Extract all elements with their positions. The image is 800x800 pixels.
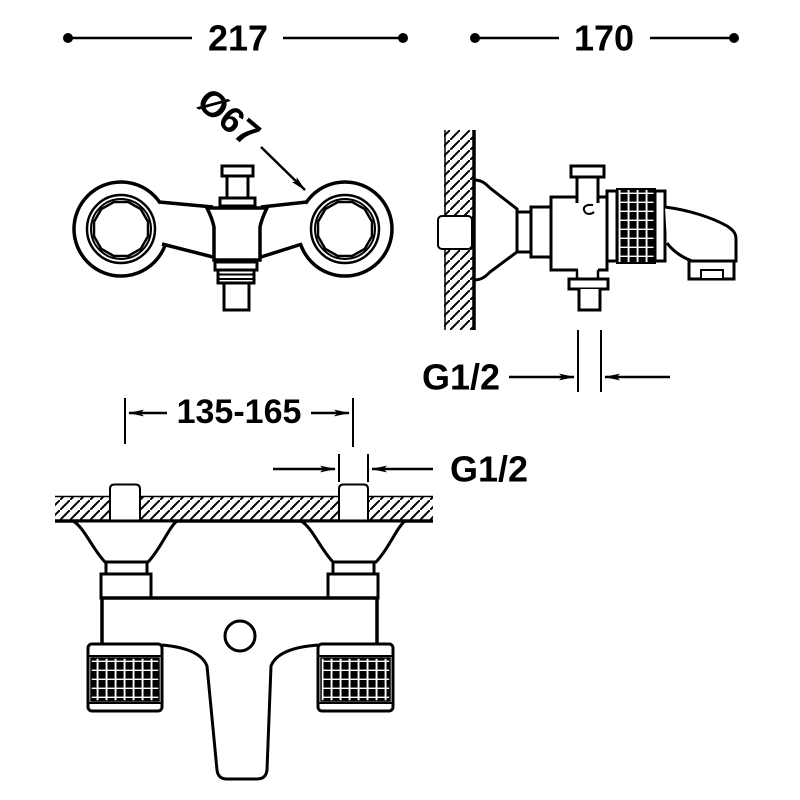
escutcheon-ring-1 [515, 210, 533, 254]
dimension-side-thread: G1/2 [422, 330, 670, 398]
escutcheon-left [72, 180, 170, 278]
escutcheon-ring-left [104, 560, 149, 576]
escutcheon-right [296, 180, 394, 278]
dimension-end-dot [470, 33, 480, 43]
diverter-knob-bottom [223, 619, 257, 653]
escutcheon-cone-right [300, 519, 410, 564]
dimension-inlet-thread: G1/2 [273, 449, 528, 490]
dimension-side-depth: 170 [470, 18, 739, 59]
escutcheon-diameter-label: Ø67 [190, 79, 268, 154]
flow-indicator-detail [582, 203, 595, 215]
spout-side [664, 205, 738, 281]
escutcheon-base-right [326, 572, 380, 600]
bottom-outlet-front [213, 260, 259, 312]
escutcheon-base-left [99, 572, 153, 600]
spout-bottom [161, 643, 319, 781]
supply-stub-side [437, 215, 473, 250]
escutcheon-cone-left [72, 519, 182, 564]
front-width-label: 217 [208, 18, 268, 59]
inlet-stub-left [109, 483, 141, 522]
knurl-grip [320, 657, 391, 702]
knurl-grip [616, 188, 656, 264]
bottom-stub-side [567, 267, 610, 312]
escutcheon-ring-2 [529, 205, 553, 259]
dimension-end-dot [398, 33, 408, 43]
escutcheon-ring-right [331, 560, 376, 576]
knurl-grip [90, 657, 160, 702]
handle-left-bottom [86, 642, 164, 713]
handle-side [605, 188, 667, 264]
leader-arrow [260, 146, 306, 191]
handle-right-bottom [316, 642, 395, 713]
dimension-inlet-spacing: 135-165 [124, 393, 354, 447]
body-arm-left [158, 200, 214, 259]
diverter-stub-side [569, 164, 606, 203]
bottom-view [55, 483, 433, 781]
diverter-stub-front [218, 164, 257, 208]
mixer-body-side [549, 195, 609, 272]
body-arm-right [260, 200, 308, 259]
side-thread-label: G1/2 [422, 357, 500, 398]
front-view [72, 164, 394, 312]
mixer-body-front [204, 206, 270, 262]
dimension-end-dot [729, 33, 739, 43]
dimension-end-dot [63, 33, 73, 43]
inlet-stub-right [338, 483, 369, 522]
dimension-front-width: 217 [63, 18, 408, 59]
inlet-spacing-label: 135-165 [177, 393, 302, 431]
side-depth-label: 170 [574, 18, 634, 59]
escutcheon-cone-side [472, 178, 519, 282]
inlet-thread-label: G1/2 [450, 449, 528, 490]
side-view [437, 130, 738, 330]
